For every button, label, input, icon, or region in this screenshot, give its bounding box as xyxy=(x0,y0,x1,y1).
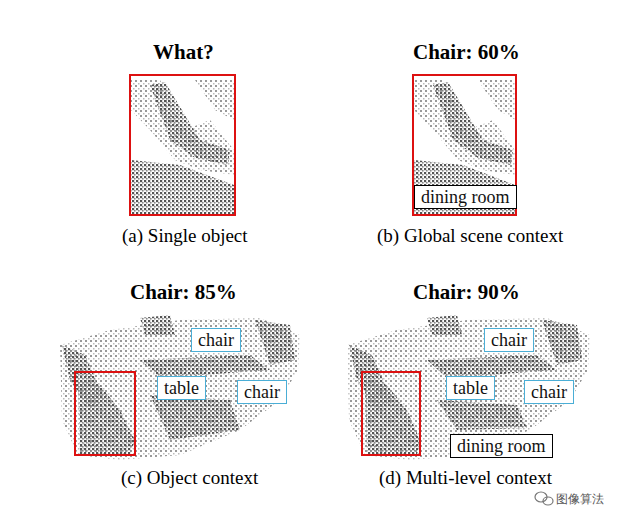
panel-title: Chair: 85% xyxy=(130,280,237,304)
context-label: chair xyxy=(491,329,527,351)
context-label-box: chair xyxy=(237,380,287,404)
panel-caption: (b) Global scene context xyxy=(377,225,563,247)
panel-caption: (a) Single object xyxy=(122,225,248,247)
chair-points xyxy=(131,80,234,214)
panel-title: Chair: 90% xyxy=(413,280,520,304)
object-box xyxy=(413,75,516,215)
context-label-box: chair xyxy=(191,328,241,352)
panel-caption: (d) Multi-level context xyxy=(379,467,552,489)
context-label: chair xyxy=(531,381,567,403)
panel-caption: (c) Object context xyxy=(121,467,258,489)
scene-points xyxy=(347,315,590,460)
watermark-icon xyxy=(535,492,553,505)
object-box xyxy=(362,372,420,455)
context-label-box: table xyxy=(157,376,206,400)
context-label: table xyxy=(453,377,488,399)
scene-points xyxy=(60,315,300,460)
chair-points xyxy=(414,80,515,214)
context-label-box: dining room xyxy=(450,434,553,458)
context-label-box: chair xyxy=(524,380,574,404)
object-box xyxy=(130,75,235,215)
context-label-box: table xyxy=(446,376,495,400)
context-label-box: chair xyxy=(484,328,534,352)
context-label: dining room xyxy=(457,435,546,457)
watermark: 图像算法 xyxy=(556,492,604,506)
context-label: chair xyxy=(198,329,234,351)
context-label: chair xyxy=(244,381,280,403)
context-label: table xyxy=(164,377,199,399)
context-label-box: dining room xyxy=(414,185,517,209)
panel-title: Chair: 60% xyxy=(413,40,520,64)
object-box xyxy=(75,372,135,455)
panel-title: What? xyxy=(153,40,214,64)
context-label: dining room xyxy=(421,186,510,208)
